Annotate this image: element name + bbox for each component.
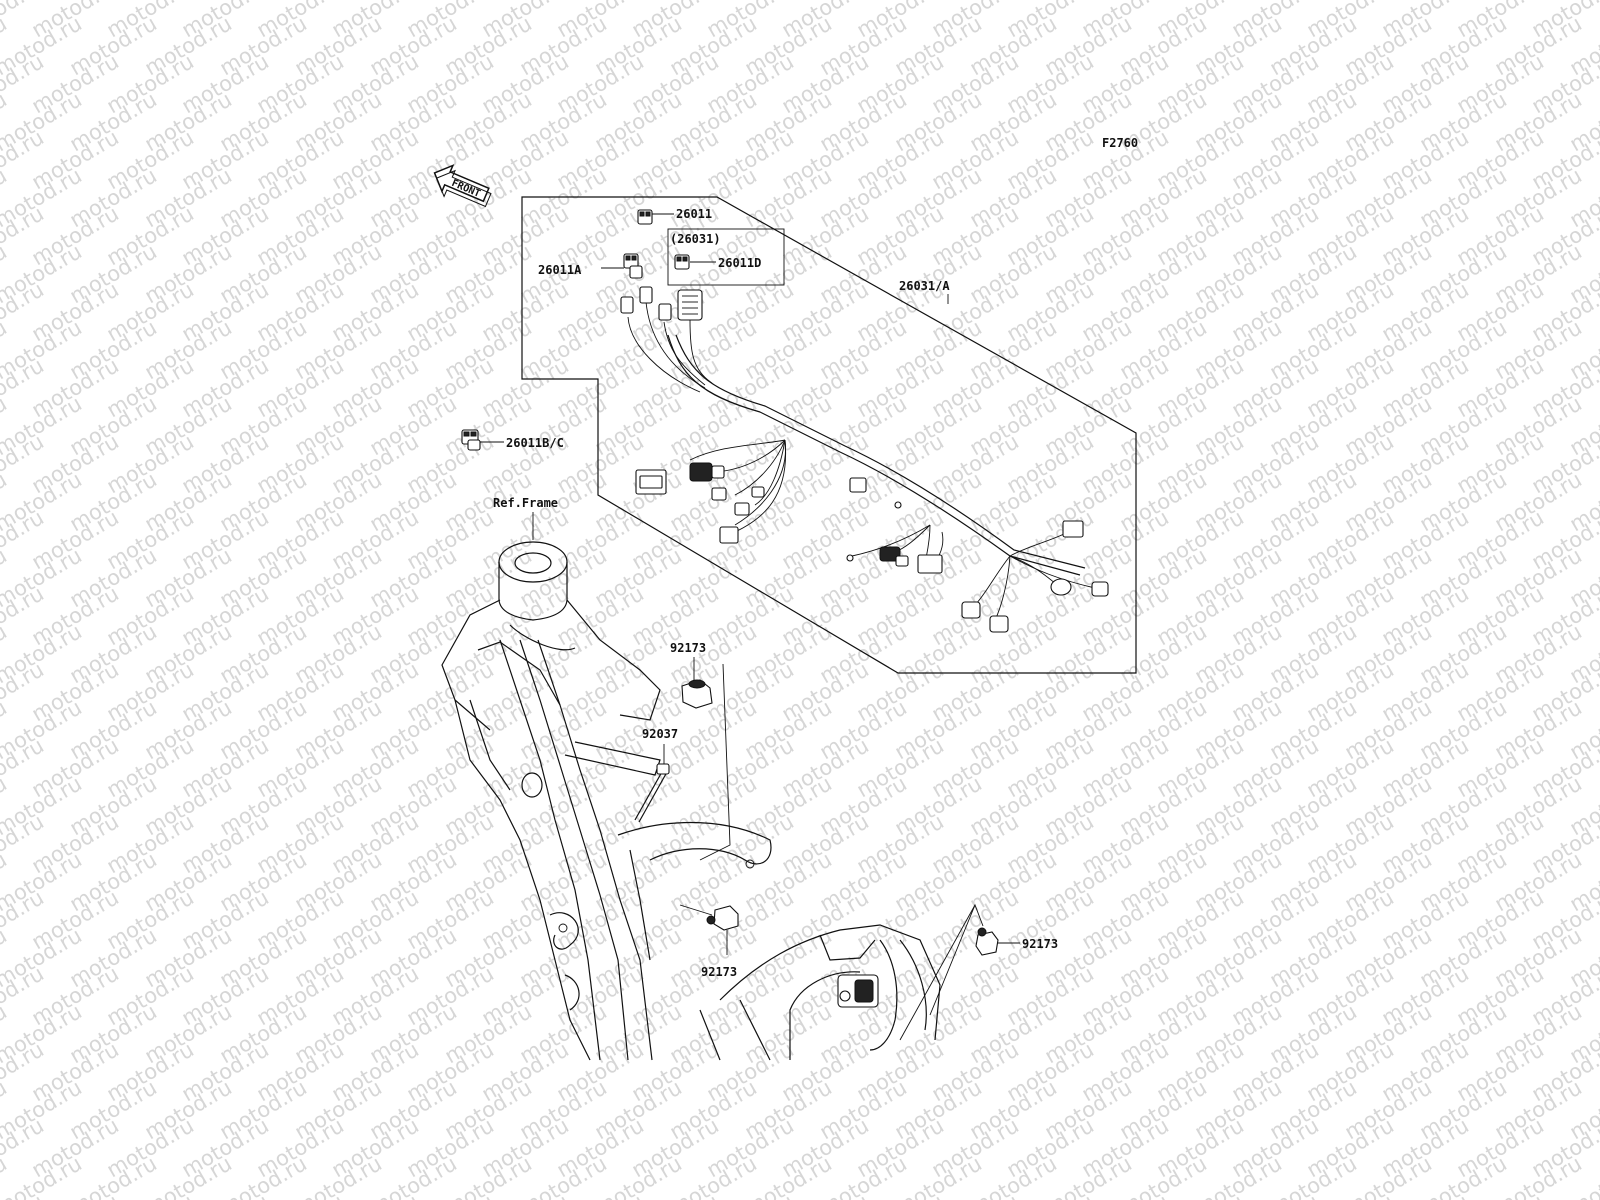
part-label-92173-bottom: 92173 (701, 965, 737, 979)
part-label-26011BC: 26011B/C (506, 436, 564, 450)
harness-plug-right-top (1062, 520, 1084, 538)
clamp-92173-top-icon (681, 679, 713, 709)
harness-plug-left-dark (689, 462, 713, 482)
figure-code: F2760 (1102, 136, 1138, 150)
part-label-92173-top: 92173 (670, 641, 706, 655)
harness-plug-1 (620, 296, 634, 314)
clamp-92173-right-icon (975, 927, 999, 956)
harness-mid-connector (849, 477, 867, 493)
part-label-92037: 92037 (642, 727, 678, 741)
connector-26011A-icon (623, 253, 643, 279)
front-arrow-icon: FRONT (433, 164, 492, 208)
part-label-26011D: 26011D (718, 256, 761, 270)
connector-26011D-icon (674, 254, 690, 270)
motorcycle-frame (441, 541, 941, 1061)
part-label-26011: 26011 (676, 207, 712, 221)
connector-26011BC-icon (461, 429, 481, 451)
harness-plug-mid-box (917, 554, 943, 574)
connector-26011-icon (637, 209, 653, 225)
harness-plug-main (677, 289, 703, 321)
harness-plug-right-round (1050, 578, 1072, 596)
harness-plug-2 (639, 286, 653, 304)
part-label-92173-right: 92173 (1022, 937, 1058, 951)
harness-plug-mid-dark (879, 546, 901, 562)
harness-plug-3 (658, 303, 672, 321)
part-label-26031A: 26031/A (899, 279, 950, 293)
part-label-26031-paren: (26031) (670, 232, 721, 246)
ref-frame-label: Ref.Frame (493, 496, 558, 510)
band-92037-icon (634, 763, 670, 823)
connector-subgroup-box (667, 228, 785, 286)
harness-group-outline (521, 196, 1137, 674)
clamp-92173-bottom-icon (706, 905, 739, 931)
part-label-26011A: 26011A (538, 263, 582, 277)
wiring-harness (620, 286, 1109, 633)
